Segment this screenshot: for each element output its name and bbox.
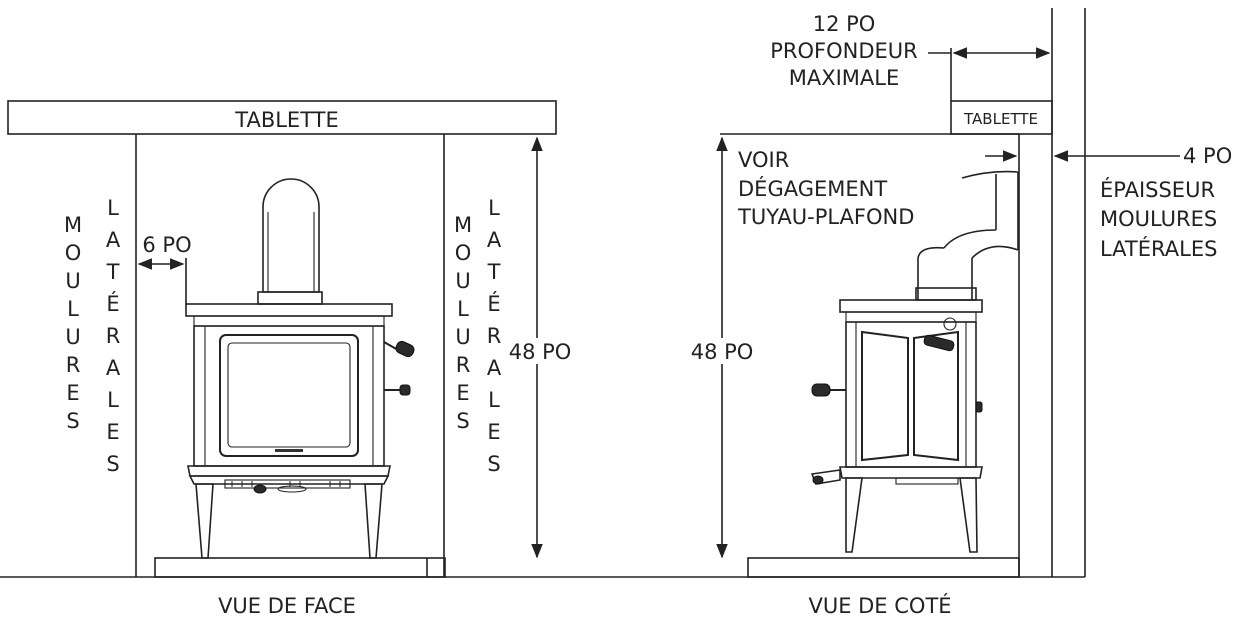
svg-text:T: T	[106, 260, 120, 284]
left-trim-label: M O U L U R E S L A T É R A L E S	[64, 196, 121, 476]
clearance-label-3: TUYAU-PLAFOND	[737, 205, 914, 229]
depth-label-1: PROFONDEUR	[770, 39, 918, 63]
svg-text:E: E	[66, 381, 79, 405]
svg-text:T: T	[487, 260, 501, 284]
svg-text:A: A	[487, 356, 502, 380]
svg-text:L: L	[457, 297, 469, 321]
depth-value: 12 PO	[813, 12, 876, 36]
svg-text:E: E	[456, 381, 469, 405]
svg-text:R: R	[487, 324, 502, 348]
svg-text:A: A	[487, 228, 502, 252]
svg-text:M: M	[64, 213, 82, 237]
front-view: TABLETTE M O U L U R E S L A T É R A L E…	[7, 100, 572, 618]
front-height-label: 48 PO	[509, 340, 572, 364]
svg-text:L: L	[67, 297, 79, 321]
clearance-label-2: DÉGAGEMENT	[738, 176, 887, 201]
right-trim-label: M O U L U R E S L A T É R A L E S	[454, 196, 502, 476]
side-view-caption: VUE DE COTÉ	[808, 593, 951, 618]
thickness-value: 4 PO	[1183, 144, 1232, 168]
svg-text:A: A	[106, 228, 121, 252]
svg-text:U: U	[455, 325, 470, 349]
svg-text:L: L	[107, 388, 119, 412]
svg-text:S: S	[456, 409, 469, 433]
svg-text:A: A	[106, 356, 121, 380]
svg-text:R: R	[456, 353, 471, 377]
svg-text:É: É	[487, 291, 500, 316]
svg-text:R: R	[106, 324, 121, 348]
front-shelf	[7, 100, 557, 135]
svg-text:L: L	[107, 196, 119, 220]
svg-text:R: R	[66, 353, 81, 377]
svg-text:L: L	[488, 388, 500, 412]
svg-text:S: S	[106, 452, 119, 476]
side-hearth	[747, 557, 1020, 578]
front-shelf-label: TABLETTE	[234, 108, 339, 132]
thickness-label-2: MOULURES	[1100, 207, 1217, 231]
side-height-label: 48 PO	[691, 340, 754, 364]
side-gap-label: 6 PO	[142, 233, 191, 257]
svg-text:O: O	[455, 241, 472, 265]
svg-text:U: U	[65, 325, 80, 349]
stove-side-drawing	[810, 170, 1019, 553]
svg-text:O: O	[65, 241, 82, 265]
thickness-label-3: LATÉRALES	[1100, 236, 1217, 261]
svg-text:E: E	[487, 420, 500, 444]
clearance-label-1: VOIR	[738, 148, 789, 172]
front-hearth	[154, 557, 446, 578]
side-view: TABLETTE 12 PO PROFONDEUR MAXIMALE 4 PO …	[690, 8, 1232, 618]
svg-text:É: É	[106, 291, 119, 316]
front-view-caption: VUE DE FACE	[218, 594, 356, 618]
svg-text:U: U	[65, 269, 80, 293]
side-shelf	[950, 100, 1053, 135]
stove-front-drawing	[185, 178, 415, 559]
side-shelf-label: TABLETTE	[963, 110, 1038, 128]
svg-text:S: S	[66, 409, 79, 433]
svg-text:M: M	[454, 213, 472, 237]
svg-text:S: S	[487, 452, 500, 476]
svg-text:U: U	[455, 269, 470, 293]
thickness-label-1: ÉPAISSEUR	[1100, 177, 1215, 202]
svg-text:L: L	[488, 196, 500, 220]
depth-label-2: MAXIMALE	[789, 66, 900, 90]
svg-text:E: E	[106, 420, 119, 444]
